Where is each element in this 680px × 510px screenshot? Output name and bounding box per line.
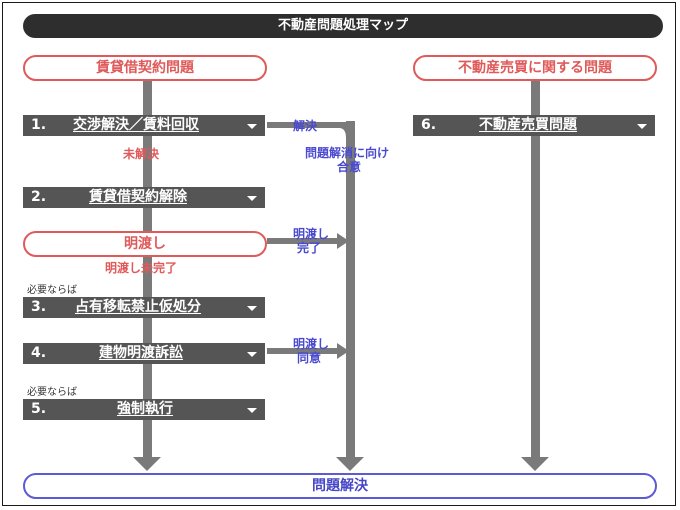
chevron-down-icon — [247, 196, 257, 201]
note-agreement: 合意 — [337, 160, 362, 174]
main-flow-line — [143, 79, 152, 459]
eviction-pill: 明渡し — [23, 231, 267, 257]
sale-flow-arrowhead — [521, 457, 549, 471]
note-toward-resolution: 問題解消に向け — [305, 146, 390, 160]
note-unresolved: 未解決 — [123, 147, 160, 161]
page-title: 不動産問題処理マップ — [23, 14, 663, 38]
note-handover: 明渡し — [293, 227, 330, 241]
main-flow-arrowhead — [133, 457, 161, 471]
branch-handover-agreed — [267, 348, 339, 354]
step-label: 交渉解決／賃料回収 — [73, 117, 199, 133]
step-number: 6. — [421, 117, 437, 133]
step-label: 占有移転禁止仮処分 — [75, 299, 201, 315]
branch-resolved — [267, 122, 347, 128]
flow-arrows — [133, 79, 549, 471]
chevron-down-icon — [247, 408, 257, 413]
chevron-down-icon — [247, 306, 257, 311]
final-resolution-pill: 問題解決 — [23, 473, 657, 499]
step-number: 1. — [31, 117, 47, 133]
step-label: 建物明渡訴訟 — [99, 345, 183, 361]
sale-flow-line — [531, 79, 540, 459]
diagram-frame: 不動産問題処理マップ 賃貸借契約問題 不動産売買に関する問題 1. 交渉解決／賃… — [2, 2, 676, 506]
step-number: 5. — [31, 401, 47, 417]
step-label: 賃貸借契約解除 — [89, 189, 187, 205]
step-1-box[interactable]: 1. 交渉解決／賃料回収 — [23, 115, 265, 136]
note-if-needed-2: 必要ならば — [27, 387, 77, 398]
branch-handover-complete-head — [337, 233, 349, 249]
branch-handover-complete — [267, 238, 339, 244]
step-6-box[interactable]: 6. 不動産売買問題 — [413, 115, 655, 136]
step-label: 強制執行 — [117, 401, 173, 417]
chevron-down-icon — [247, 124, 257, 129]
chevron-down-icon — [247, 352, 257, 357]
note-resolved: 解決 — [293, 119, 318, 133]
note-handover-incomplete: 明渡し未完了 — [105, 261, 178, 275]
note-agree: 同意 — [297, 351, 322, 365]
step-2-box[interactable]: 2. 賃貸借契約解除 — [23, 187, 265, 208]
start-sale-problem: 不動産売買に関する問題 — [413, 55, 657, 81]
note-handover-complete: 完了 — [297, 241, 322, 255]
step-5-box[interactable]: 5. 強制執行 — [23, 399, 265, 420]
branch-handover-agreed-head — [337, 343, 349, 359]
collector-arrowhead — [336, 457, 364, 471]
step-number: 3. — [31, 299, 47, 315]
step-number: 2. — [31, 189, 47, 205]
step-label: 不動産売買問題 — [479, 117, 577, 133]
step-number: 4. — [31, 345, 47, 361]
step-4-box[interactable]: 4. 建物明渡訴訟 — [23, 343, 265, 364]
start-lease-problem: 賃貸借契約問題 — [23, 55, 267, 81]
step-3-box[interactable]: 3. 占有移転禁止仮処分 — [23, 297, 265, 318]
note-if-needed-1: 必要ならば — [27, 285, 77, 296]
collector-line — [346, 121, 355, 459]
note-agree-handover: 明渡し — [293, 337, 330, 351]
chevron-down-icon — [637, 124, 647, 129]
